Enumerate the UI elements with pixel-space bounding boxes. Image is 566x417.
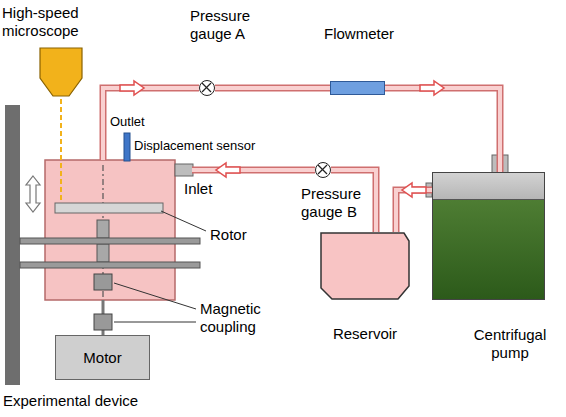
reservoir-outline: [320, 232, 410, 300]
chamber: [45, 160, 175, 300]
gauge-cross-line: [202, 83, 211, 92]
pipe-wall: [385, 88, 500, 172]
node-label: Flowmeter: [316, 25, 402, 43]
pipe-wall: [396, 190, 432, 232]
node-label: Experimental device: [3, 392, 188, 410]
pipe-core: [103, 88, 199, 100]
pipe-connector: [192, 170, 315, 171]
leader-line: [114, 322, 196, 323]
gauge-cross: [200, 81, 213, 94]
gauge-cross-line: [318, 165, 327, 174]
reservoir-shape: [321, 233, 409, 299]
inlet-port: [175, 164, 193, 176]
pipe-core: [215, 86, 330, 90]
part-label: High-speed microscope: [2, 4, 88, 40]
flow-arrow: [402, 183, 426, 197]
optical-axis: [60, 99, 62, 202]
leader-line: [114, 283, 196, 309]
pipe-wall: [192, 167, 315, 174]
motor-box: Motor: [55, 335, 150, 380]
pipe-core: [192, 168, 315, 172]
flow-arrow: [120, 81, 144, 95]
coupling-lower: [94, 314, 112, 330]
gauge-cross: [316, 163, 329, 176]
leader-line: [161, 211, 206, 231]
pressure-gauge: Pressure gauge B: [315, 162, 331, 178]
pipe-connector: [103, 88, 199, 100]
part-label: Magnetic coupling: [200, 300, 270, 336]
pipe-connector: [396, 190, 432, 232]
pipe-connector: [385, 88, 500, 172]
lift-arrow: [26, 176, 40, 212]
flowmeter-box: Flowmeter: [330, 81, 385, 95]
pump-body: Centrifugal pump: [432, 172, 545, 300]
part-label: Displacement sensor: [134, 137, 255, 155]
reservoir-tank: Reservoir: [320, 232, 410, 300]
part-label: Outlet: [110, 113, 145, 131]
bearing: [97, 220, 109, 238]
outlet-pipe: [100, 100, 107, 160]
gauge-cross-line: [318, 165, 327, 174]
coupling-upper: [94, 274, 112, 290]
flow-arrow: [216, 163, 240, 177]
rotor-disk: [55, 203, 163, 213]
stand-column: [5, 105, 20, 385]
part-label: Inlet: [184, 180, 212, 198]
pipe-wall: [103, 88, 199, 100]
flow-arrow: [420, 81, 444, 95]
pipe-core: [385, 88, 500, 172]
pipe-wall: [215, 85, 330, 92]
support-plate: [20, 238, 200, 244]
displacement-sensor: [124, 133, 130, 161]
node-label: Pressure gauge B: [301, 185, 367, 221]
node-label: Pressure gauge A: [190, 7, 256, 43]
node-label: Motor: [83, 349, 121, 367]
outlet-pipe-inner: [101, 100, 105, 160]
pressure-gauge: Pressure gauge A: [199, 80, 215, 96]
microscope-body: [40, 48, 82, 96]
node-label: Reservoir: [320, 325, 410, 343]
bearing: [97, 244, 109, 262]
gauge-cross-line: [202, 83, 211, 92]
node-label: Centrifugal pump: [467, 326, 553, 362]
pipe-connector: [215, 88, 330, 89]
part-label: Rotor: [210, 226, 247, 244]
pipe-core: [396, 190, 432, 232]
support-plate: [20, 262, 200, 268]
